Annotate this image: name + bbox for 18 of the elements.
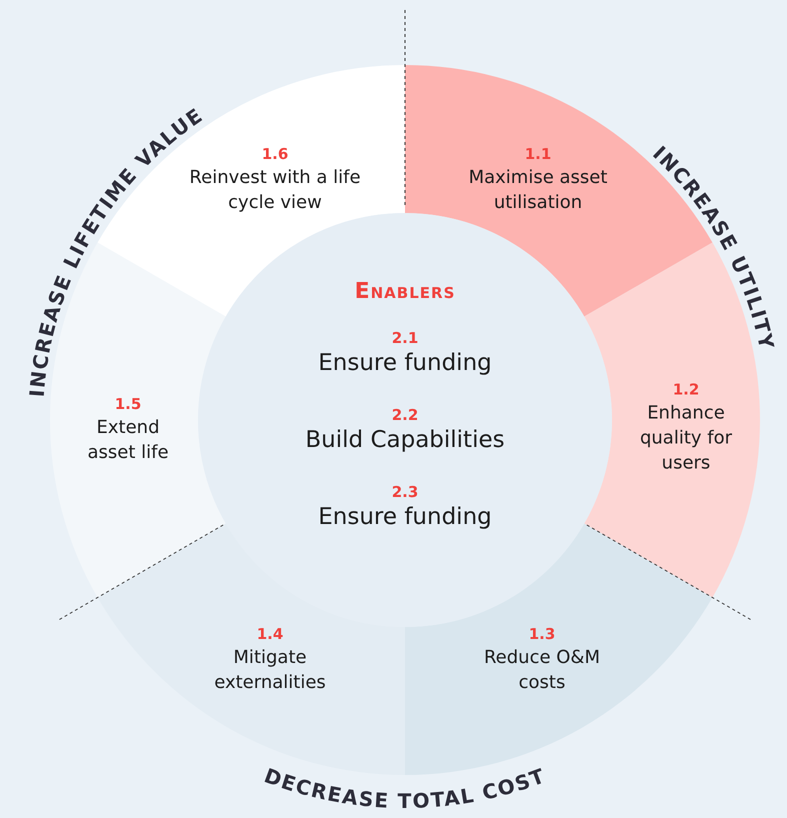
number-label: 2.3: [392, 483, 418, 501]
number-label: 2.2: [392, 406, 418, 424]
enabler-label: Build Capabilities: [305, 426, 505, 454]
number-label: 1.1: [524, 145, 552, 163]
number-label: 2.1: [392, 329, 418, 347]
enabler-label: Ensure funding: [318, 503, 492, 531]
segment-label: Extend asset life: [86, 416, 170, 465]
number-label: 1.6: [262, 145, 288, 163]
enabler-label: Ensure funding: [318, 349, 492, 377]
segment-label: Enhance quality for users: [638, 402, 734, 476]
center-heading: Enablers: [354, 279, 456, 304]
number-label: 1.4: [256, 625, 284, 643]
number-label: 1.5: [114, 395, 142, 413]
segment-label: Mitigate externalities: [213, 646, 327, 695]
number-label: 1.3: [528, 625, 556, 643]
segment-label: Reduce O&M costs: [482, 646, 602, 695]
number-label: 1.2: [672, 380, 700, 398]
segment-label: Maximise asset utilisation: [468, 166, 608, 215]
